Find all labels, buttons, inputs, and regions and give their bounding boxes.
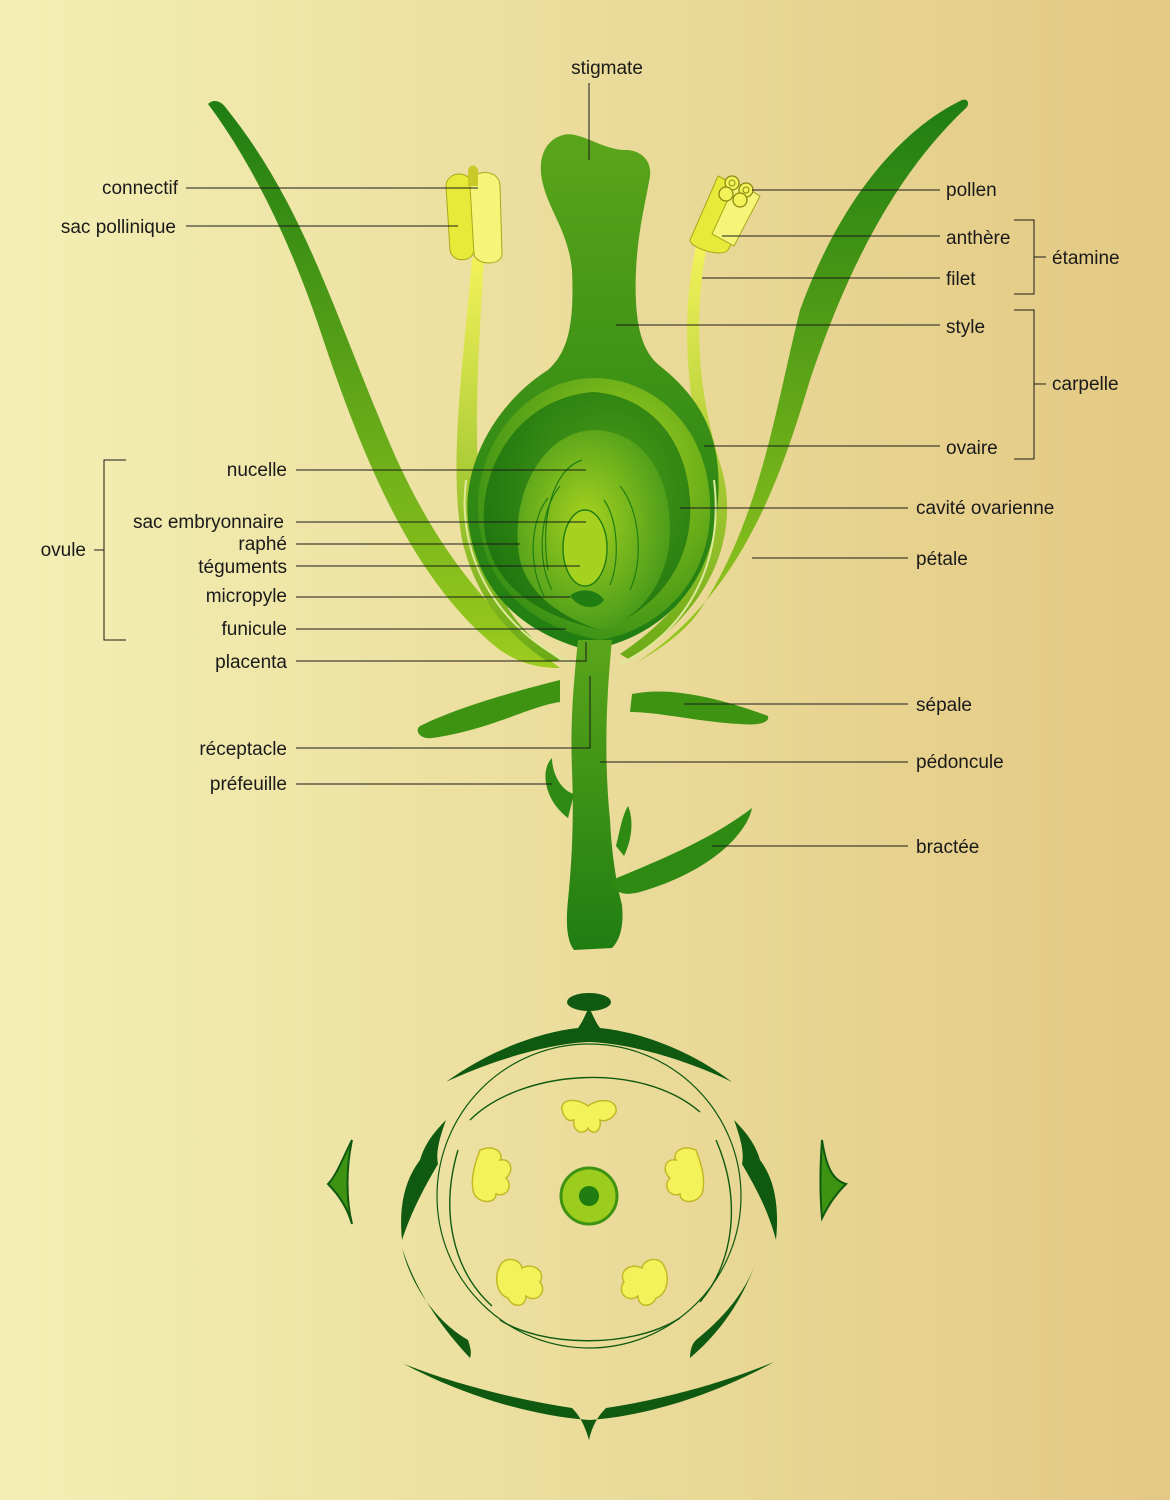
embryo-sac xyxy=(562,509,608,587)
micropyle xyxy=(570,590,604,608)
label-sepale: sépale xyxy=(916,695,972,716)
label-sac-pollinique: sac pollinique xyxy=(61,217,176,238)
label-anthere: anthère xyxy=(946,228,1010,249)
floral-envelope-lines xyxy=(463,479,717,665)
stamen-section-right xyxy=(664,1147,705,1203)
stamen-section-left xyxy=(471,1147,512,1203)
ovule-integuments xyxy=(532,459,639,597)
bracteole-left xyxy=(326,1139,353,1225)
sepal-arc-top xyxy=(446,1008,732,1082)
label-carpelle: carpelle xyxy=(1052,374,1119,395)
sepal-arc-lowleft xyxy=(402,1248,471,1358)
label-pollen: pollen xyxy=(946,180,997,201)
bracteole-right xyxy=(819,1139,848,1222)
label-raphe: raphé xyxy=(238,534,287,555)
leader-lines xyxy=(94,83,1046,847)
axis-mark xyxy=(567,993,611,1011)
peduncle xyxy=(566,640,623,950)
floral-diagram xyxy=(326,993,848,1440)
label-funicule: funicule xyxy=(222,619,288,640)
sepal-arc-left xyxy=(401,1120,446,1240)
stamen-sections xyxy=(471,1099,705,1306)
stamen-left-anther xyxy=(445,165,503,264)
label-bractee: bractée xyxy=(916,837,979,858)
label-pedoncule: pédoncule xyxy=(916,752,1004,773)
stamen-section-lowleft xyxy=(495,1258,544,1306)
label-ovaire: ovaire xyxy=(946,438,998,459)
label-cavite-ovarienne: cavité ovarienne xyxy=(916,498,1054,519)
label-etamine: étamine xyxy=(1052,248,1120,269)
ovule-section xyxy=(579,1186,599,1206)
bract-bud xyxy=(616,806,632,856)
stamen-section-top xyxy=(561,1099,617,1133)
bract xyxy=(612,808,752,894)
label-style: style xyxy=(946,317,985,338)
bract-section xyxy=(404,1362,774,1440)
label-receptacle: réceptacle xyxy=(199,739,287,760)
prefeuille xyxy=(545,758,574,818)
label-stigmate: stigmate xyxy=(571,58,643,79)
label-placenta: placenta xyxy=(215,652,287,673)
sepal-arc-lowright xyxy=(690,1262,756,1358)
label-connectif: connectif xyxy=(102,178,179,199)
labels: stigmate connectif sac pollinique pollen… xyxy=(41,58,1120,858)
label-nucelle: nucelle xyxy=(227,460,287,481)
stamen-right-anther xyxy=(689,175,761,254)
label-prefeuille: préfeuille xyxy=(210,774,287,795)
label-filet: filet xyxy=(946,269,976,290)
sepal-right xyxy=(630,691,769,725)
petal-left xyxy=(208,101,560,668)
label-petale: pétale xyxy=(916,549,968,570)
label-micropyle: micropyle xyxy=(206,586,287,607)
label-teguments: téguments xyxy=(198,557,287,578)
petal-right xyxy=(628,99,969,669)
label-sac-embryonnaire: sac embryonnaire xyxy=(133,512,284,533)
label-ovule: ovule xyxy=(41,540,86,561)
stamen-section-lowright xyxy=(620,1258,669,1306)
sepal-arc-right xyxy=(734,1120,778,1240)
petal-section-lines xyxy=(436,1043,742,1349)
sepal-left xyxy=(417,680,560,739)
